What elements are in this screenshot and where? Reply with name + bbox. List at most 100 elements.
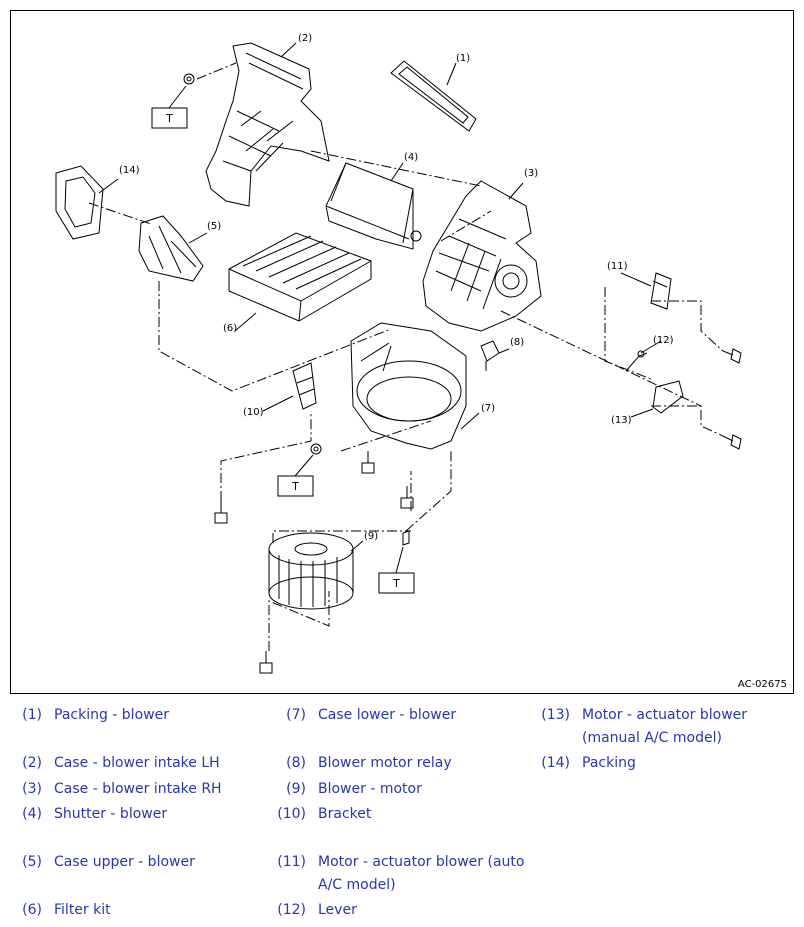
legend-label-line: Shutter - blower (54, 806, 168, 822)
legend-number: (6) (22, 902, 42, 918)
callout-13: (13) (611, 415, 632, 426)
legend-number: (7) (286, 707, 306, 723)
part-blower-motor-relay (480, 340, 500, 362)
part-case-intake-rh (422, 180, 542, 332)
legend-item: (5) Case upper - blower (8, 851, 268, 874)
part-case-lower-blower (350, 322, 467, 450)
assembly-leader-lines (88, 62, 724, 651)
callout-8: (8) (510, 337, 524, 348)
part-actuator-manual (652, 380, 684, 414)
diagram-code: AC-02675 (737, 679, 787, 690)
legend-number: (12) (277, 902, 306, 918)
legend-item: (12) Lever (272, 899, 532, 922)
legend-number: (9) (286, 781, 306, 797)
legend-label-line: Bracket (318, 806, 372, 822)
legend-label: Motor - actuator blower (manual A/C model… (582, 704, 802, 750)
legend-label-line: Packing - blower (54, 707, 169, 723)
torque-label: T (165, 112, 173, 125)
legend-label: Case upper - blower (54, 851, 274, 874)
torque-box: T (277, 454, 314, 497)
callout-11: (11) (607, 261, 628, 272)
callout-leaders (98, 42, 662, 552)
legend-item: (6) Filter kit (8, 899, 268, 922)
part-bracket (292, 362, 317, 410)
legend-label-line: Motor - actuator blower (auto (318, 854, 525, 870)
legend-number: (11) (277, 854, 306, 870)
legend-label: Lever (318, 899, 538, 922)
callout-9: (9) (364, 531, 378, 542)
legend-label-line: Filter kit (54, 902, 111, 918)
legend-item: (3) Case - blower intake RH (8, 778, 268, 801)
screw-fasteners (214, 348, 742, 674)
callout-5: (5) (207, 221, 221, 232)
part-blower-motor (268, 532, 354, 610)
torque-boxes: T T T (151, 85, 415, 594)
legend-number: (8) (286, 755, 306, 771)
part-actuator-auto (650, 272, 672, 310)
callout-1: (1) (456, 53, 470, 64)
legend-label-line: Case lower - blower (318, 707, 457, 723)
legend-number: (1) (22, 707, 42, 723)
legend-item: (13) Motor - actuator blower (manual A/C m… (536, 704, 796, 750)
callout-labels: (1) (2) (3) (4) (5) (6) (7) (8) (9) (10)… (119, 33, 674, 542)
part-case-intake-lh (205, 42, 330, 207)
part-lever (625, 350, 648, 372)
callout-6: (6) (223, 323, 237, 334)
legend-label: Bracket (318, 803, 538, 826)
parts-legend: (1) Packing - blower (2) Case - blower inta… (0, 700, 804, 927)
legend-number: (13) (541, 707, 570, 723)
callout-7: (7) (481, 403, 495, 414)
legend-label-line: A/C model) (318, 877, 396, 893)
legend-number: (10) (277, 806, 306, 822)
callout-12: (12) (653, 335, 674, 346)
torque-box: T (151, 85, 188, 129)
callout-10: (10) (243, 407, 264, 418)
callout-4: (4) (404, 152, 418, 163)
legend-label: Case lower - blower (318, 704, 538, 727)
legend-label: Filter kit (54, 899, 274, 922)
part-packing-blower (390, 60, 477, 132)
torque-label: T (392, 577, 400, 590)
legend-label: Blower - motor (318, 778, 538, 801)
legend-item: (9) Blower - motor (272, 778, 532, 801)
legend-number: (14) (541, 755, 570, 771)
legend-number: (4) (22, 806, 42, 822)
legend-item: (4) Shutter - blower (8, 803, 268, 826)
legend-label-line: Blower - motor (318, 781, 422, 797)
part-packing (55, 165, 104, 240)
torque-label: T (291, 480, 299, 493)
legend-number: (2) (22, 755, 42, 771)
legend-label-line: Case - blower intake LH (54, 755, 220, 771)
part-filter-kit (228, 232, 372, 322)
torque-box: T (378, 546, 415, 594)
legend-item: (8) Blower motor relay (272, 752, 532, 775)
legend-item: (14) Packing (536, 752, 796, 775)
legend-label: Case - blower intake RH (54, 778, 274, 801)
legend-item: (7) Case lower - blower (272, 704, 532, 727)
legend-number: (5) (22, 854, 42, 870)
legend-item: (2) Case - blower intake LH (8, 752, 268, 775)
legend-label-line: (manual A/C model) (582, 730, 722, 746)
legend-number: (3) (22, 781, 42, 797)
diagram-drawing: (1) (2) (3) (4) (5) (6) (7) (8) (9) (10)… (55, 33, 742, 674)
legend-label: Packing - blower (54, 704, 274, 727)
legend-label-line: Blower motor relay (318, 755, 452, 771)
legend-label-line: Motor - actuator blower (582, 707, 748, 723)
callout-2: (2) (298, 33, 312, 44)
legend-label: Packing (582, 752, 802, 775)
callout-3: (3) (524, 168, 538, 179)
legend-label-line: Packing (582, 755, 636, 771)
exploded-diagram: (1) (2) (3) (4) (5) (6) (7) (8) (9) (10)… (10, 10, 794, 694)
legend-label-line: Lever (318, 902, 357, 918)
legend-item: (10) Bracket (272, 803, 532, 826)
part-case-upper-blower (138, 215, 204, 282)
legend-label: Blower motor relay (318, 752, 538, 775)
legend-label: Case - blower intake LH (54, 752, 274, 775)
legend-label-line: Case - blower intake RH (54, 781, 222, 797)
legend-label: Shutter - blower (54, 803, 274, 826)
callout-14: (14) (119, 165, 140, 176)
legend-label-line: Case upper - blower (54, 854, 195, 870)
legend-item: (1) Packing - blower (8, 704, 268, 727)
